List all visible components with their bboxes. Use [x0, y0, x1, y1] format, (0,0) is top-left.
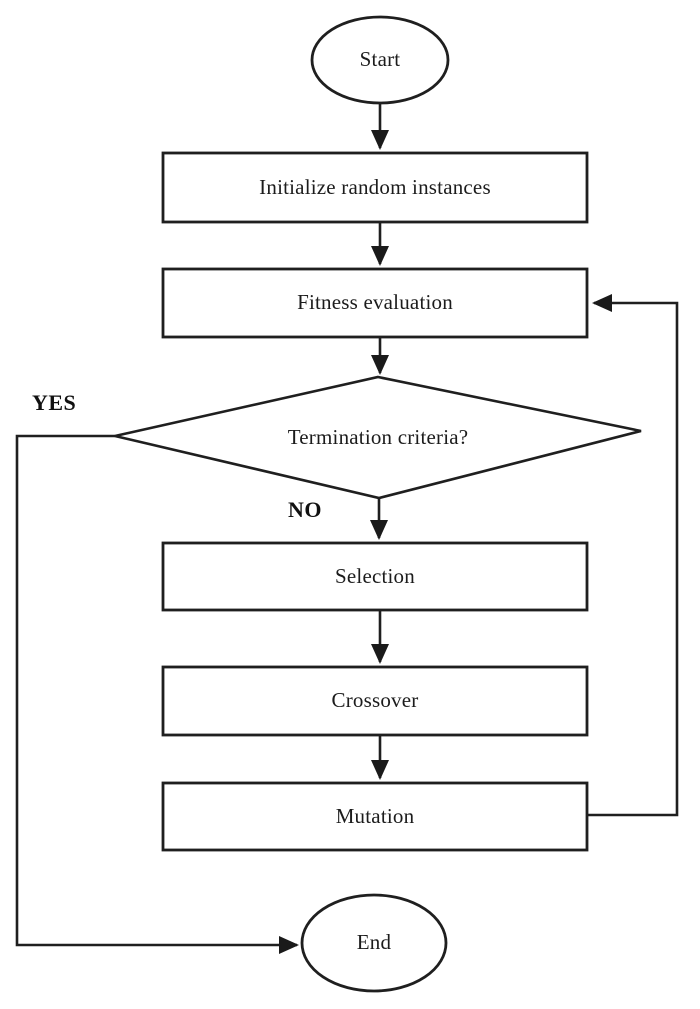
end-terminator-shape [300, 893, 448, 993]
termination-decision-shape [114, 375, 642, 500]
crossover-process-shape [161, 665, 589, 737]
init-process-shape [161, 151, 589, 224]
edge-mutation-feedback-to-fitness [587, 294, 679, 817]
selection-process-shape [161, 541, 589, 612]
start-terminator-shape [310, 15, 450, 105]
edge-yes-to-end [15, 434, 299, 954]
fitness-process-shape [161, 267, 589, 339]
mutation-process-shape [161, 781, 589, 852]
